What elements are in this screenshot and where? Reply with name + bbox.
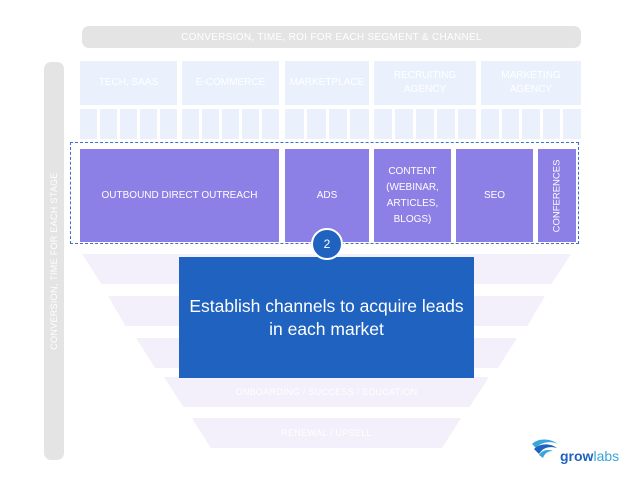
segment-cells-e-commerce [182,109,279,139]
top-banner-label: CONVERSION, TIME, ROI FOR EACH SEGMENT &… [181,31,482,43]
segment-label: RECRUITING AGENCY [393,70,457,95]
segment-cells-tech-saas [80,109,177,139]
funnel-stage-renewal: RENEWAL / UPSELL [192,418,461,448]
funnel-stage-label: RENEWAL / UPSELL [281,428,372,438]
logo-grow: grow [560,448,594,464]
channel-conferences: CONFERENCES [538,149,576,242]
funnel-stage-onboarding: ONBOARDING / SUCCESS / EDUCATION [164,377,489,407]
side-banner: CONVERSION, TIME FOR EACH STAGE [44,62,64,460]
segment-cells-marketing-agency [481,109,581,139]
segment-label: MARKETING AGENCY [501,70,561,95]
channel-ads: ADS [285,149,369,242]
segment-marketplace: MARKETPLACE [285,61,369,105]
channel-label: OUTBOUND DIRECT OUTREACH [101,189,258,201]
segment-cells-recruiting-agency [374,109,476,139]
channel-outbound-direct-outreach: OUTBOUND DIRECT OUTREACH [80,149,279,242]
segment-recruiting-agency: RECRUITING AGENCY [374,61,476,105]
channel-label: ADS [316,189,338,201]
focus-callout: Establish channels to acquire leads in e… [179,257,474,378]
segment-tech-saas: TECH, SAAS [80,61,177,105]
segment-label: TECH, SAAS [98,77,159,88]
growlabs-logo: growlabs [530,436,626,466]
channel-content: CONTENT (WEBINAR, ARTICLES, BLOGS) [374,149,451,242]
channel-label: SEO [483,189,506,201]
segment-label: E-COMMERCE [195,77,266,88]
growlabs-wordmark: growlabs [560,448,619,464]
segment-marketing-agency: MARKETING AGENCY [481,61,581,105]
channel-label: CONTENT (WEBINAR, ARTICLES, BLOGS) [386,165,439,225]
funnel-stage-label: ONBOARDING / SUCCESS / EDUCATION [235,387,418,397]
segment-e-commerce: E-COMMERCE [182,61,279,105]
segment-cells-marketplace [285,109,369,139]
channel-label: CONFERENCES [551,159,562,232]
segment-label: MARKETPLACE [289,77,365,88]
top-banner: CONVERSION, TIME, ROI FOR EACH SEGMENT &… [82,26,581,48]
step-number-badge: 2 [311,228,343,260]
step-number: 2 [323,237,331,251]
focus-callout-text: Establish channels to acquire leads in e… [189,295,464,339]
channel-seo: SEO [456,149,533,242]
growlabs-wave-icon [532,439,558,458]
side-banner-label: CONVERSION, TIME FOR EACH STAGE [49,172,59,350]
logo-labs: labs [593,448,620,464]
